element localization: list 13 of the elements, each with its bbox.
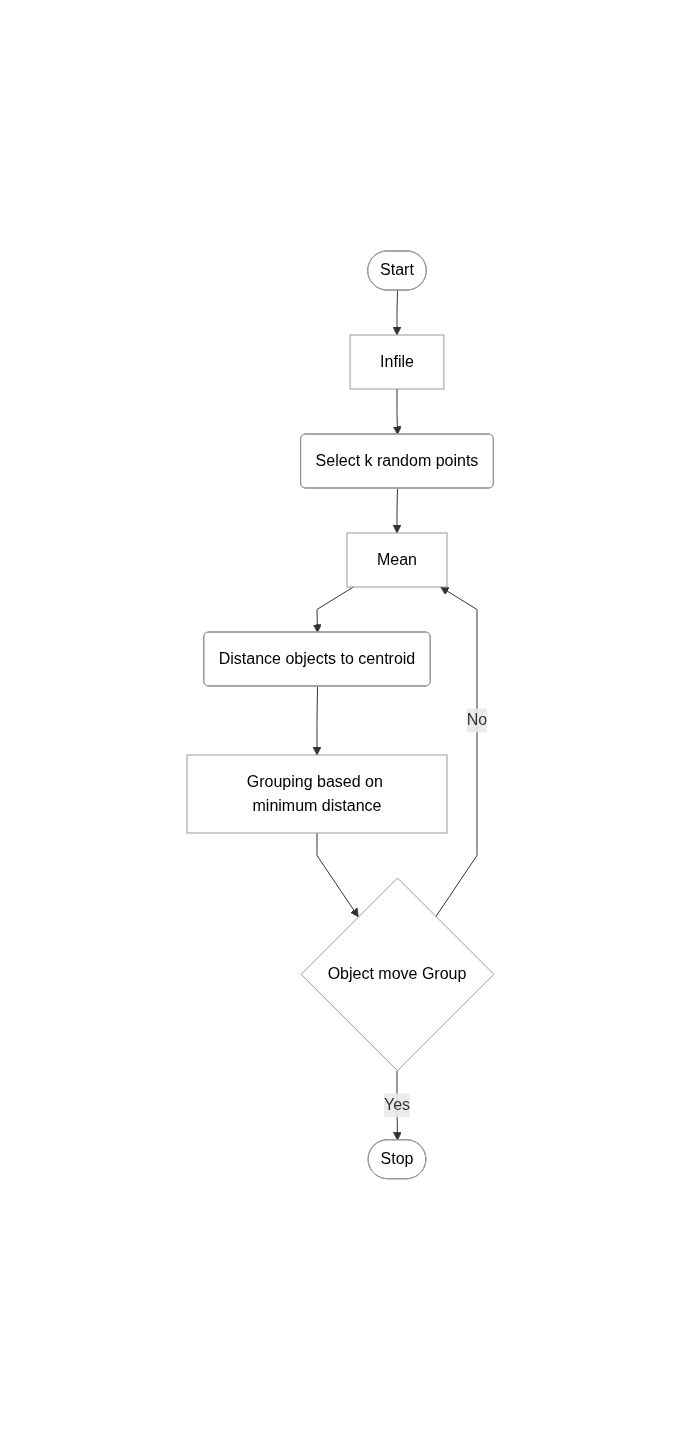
arrow — [392, 488, 402, 534]
arrow — [435, 586, 478, 918]
arrow — [313, 586, 354, 634]
node-box: Mean — [346, 532, 448, 588]
node-box: Infile — [349, 334, 445, 390]
arrow — [316, 832, 359, 918]
edge-label: No — [466, 711, 488, 729]
edge-label: Yes — [384, 1096, 411, 1114]
arrow — [393, 388, 402, 436]
arrow — [312, 686, 322, 756]
node-diamond: Object move Group — [300, 877, 495, 1072]
arrow — [392, 290, 402, 336]
node-box: Grouping based on minimum distance — [186, 754, 448, 834]
